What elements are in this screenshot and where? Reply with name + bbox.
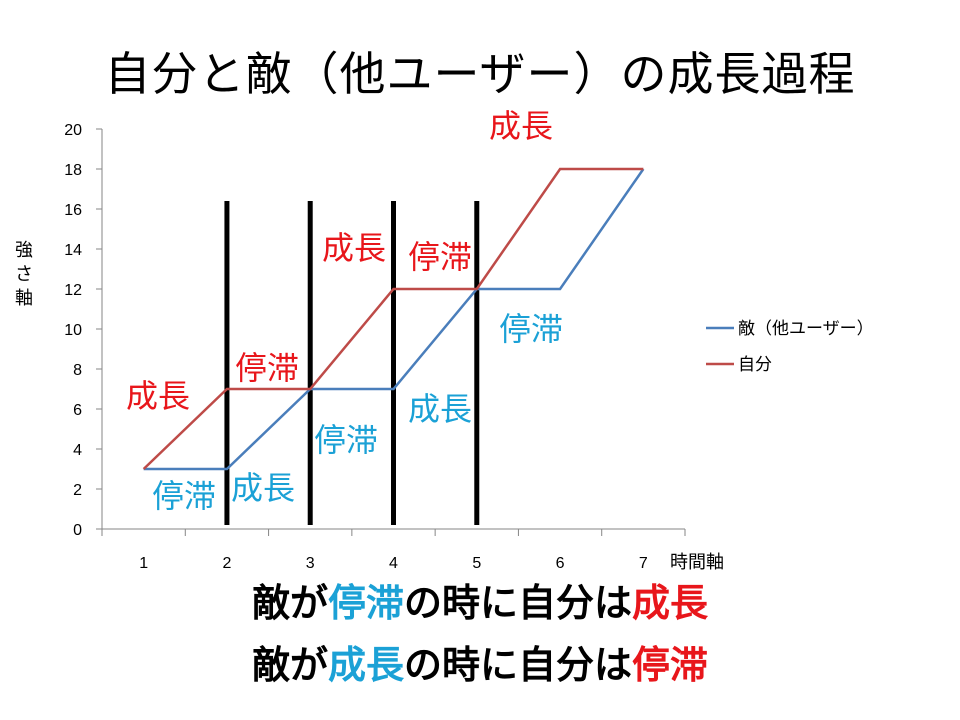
y-tick-label: 18 (64, 162, 82, 179)
self-phase-annotation: 停滞 (408, 238, 472, 276)
enemy-phase-annotation: 成長 (408, 390, 472, 428)
y-tick-label: 20 (64, 122, 82, 139)
x-tick-label: 3 (306, 555, 315, 572)
x-tick-label: 4 (389, 555, 398, 572)
x-axis-title: 時間軸 (670, 552, 724, 573)
summary-2-word1: 成長 (327, 643, 404, 687)
self-phase-annotation: 成長 (322, 229, 386, 267)
x-tick-label: 1 (139, 555, 148, 572)
y-tick-label: 6 (73, 402, 82, 419)
summary-line-1: 敵が停滞の時に自分は成長 (0, 572, 960, 627)
y-axis-title: 強さ軸 (15, 240, 33, 309)
x-tick-label: 2 (222, 555, 231, 572)
legend-label: 敵（他ユーザー） (738, 319, 874, 339)
enemy-phase-annotation: 成長 (231, 469, 295, 507)
summary-line-2: 敵が成長の時に自分は停滞 (0, 634, 960, 689)
y-tick-label: 2 (73, 482, 82, 499)
self-phase-annotation: 停滞 (235, 349, 299, 387)
self-phase-annotation: 成長 (126, 377, 190, 415)
enemy-phase-annotation: 停滞 (314, 421, 378, 459)
self-phase-annotation: 成長 (489, 107, 553, 145)
x-tick-label: 7 (639, 555, 648, 572)
summary-1-prefix: 敵が (251, 581, 328, 625)
enemy-phase-annotation: 停滞 (499, 310, 563, 348)
summary-2-middle: の時に自分は (404, 643, 633, 687)
enemy-phase-annotation: 停滞 (152, 477, 216, 515)
summary-2-prefix: 敵が (251, 643, 328, 687)
y-tick-label: 10 (64, 322, 82, 339)
summary-1-middle: の時に自分は (404, 581, 633, 625)
enemy-series-line (143, 168, 645, 471)
summary-1-word1: 停滞 (327, 581, 404, 625)
legend-label: 自分 (738, 355, 772, 375)
y-tick-label: 16 (64, 202, 82, 219)
summary-2-word2: 停滞 (632, 643, 709, 687)
x-tick-label: 5 (472, 555, 481, 572)
y-tick-label: 8 (73, 362, 82, 379)
y-tick-label: 4 (73, 442, 82, 459)
y-tick-label: 12 (64, 282, 82, 299)
y-tick-label: 0 (73, 522, 82, 539)
x-tick-label: 6 (556, 555, 565, 572)
summary-1-word2: 成長 (632, 581, 709, 625)
self-series-line (142, 167, 644, 470)
slide-title: 自分と敵（他ユーザー）の成長過程 (104, 47, 856, 101)
y-tick-label: 14 (64, 242, 82, 259)
